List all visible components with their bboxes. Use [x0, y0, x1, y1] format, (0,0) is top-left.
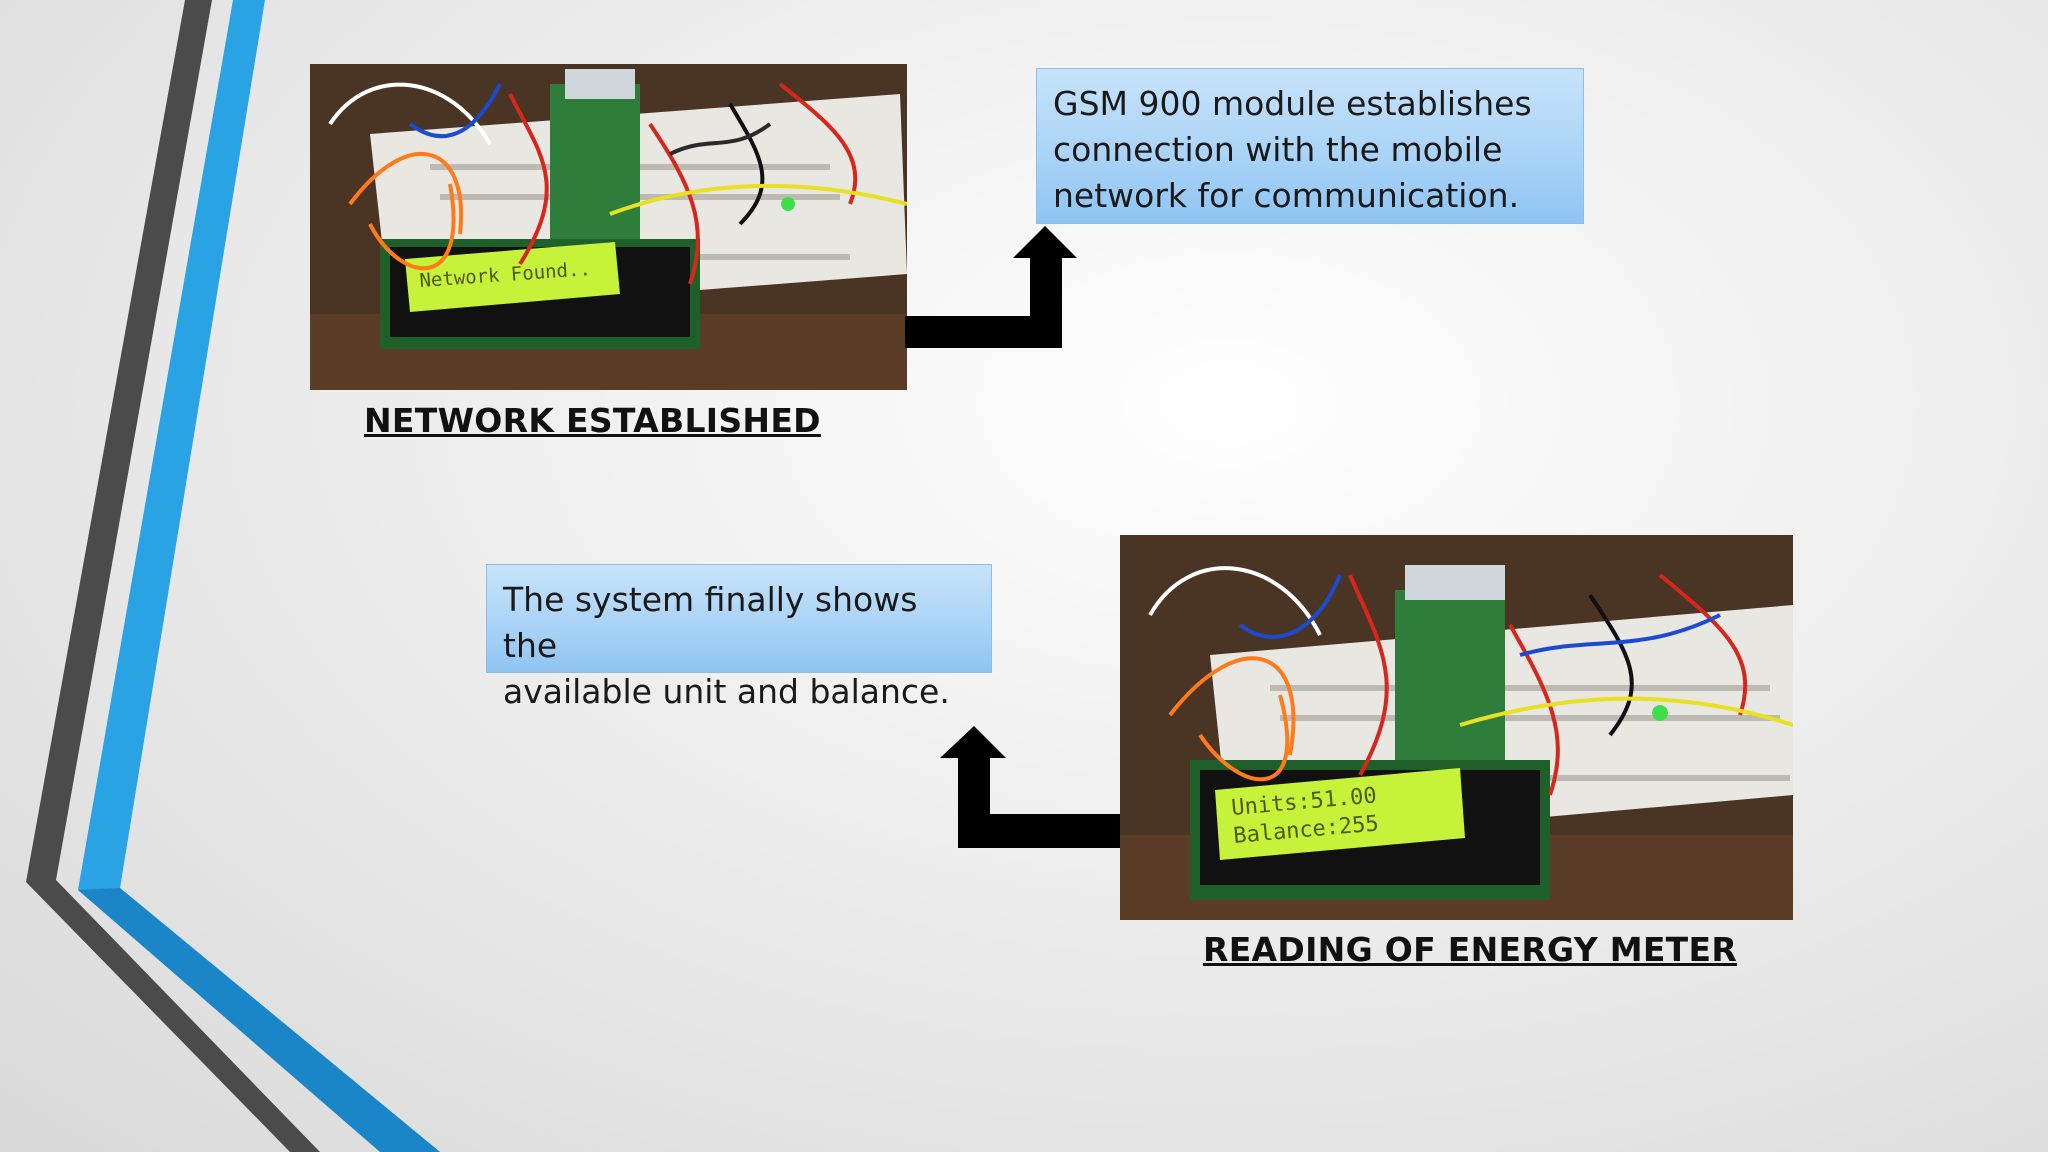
balance-callout: The system finally shows the available u…	[486, 564, 992, 711]
decorative-stripes	[26, 0, 440, 1152]
balance-callout-line-1: The system finally shows the	[503, 580, 918, 665]
network-caption: NETWORK ESTABLISHED	[364, 401, 821, 440]
meter-photo: Units:51.00 Balance:255	[1120, 535, 1793, 920]
arrow-up-left-icon	[940, 726, 1120, 848]
gsm-callout-line-2: connection with the mobile	[1053, 130, 1503, 169]
arrow-up-right-icon	[905, 226, 1077, 348]
gsm-callout-line-1: GSM 900 module establishes	[1053, 84, 1532, 123]
gsm-callout: GSM 900 module establishes connection wi…	[1036, 68, 1584, 224]
network-photo: Network Found..	[310, 64, 907, 390]
meter-caption: READING OF ENERGY METER	[1203, 930, 1738, 969]
gsm-callout-line-3: network for communication.	[1053, 176, 1520, 215]
balance-callout-line-2: available unit and balance.	[503, 672, 950, 711]
